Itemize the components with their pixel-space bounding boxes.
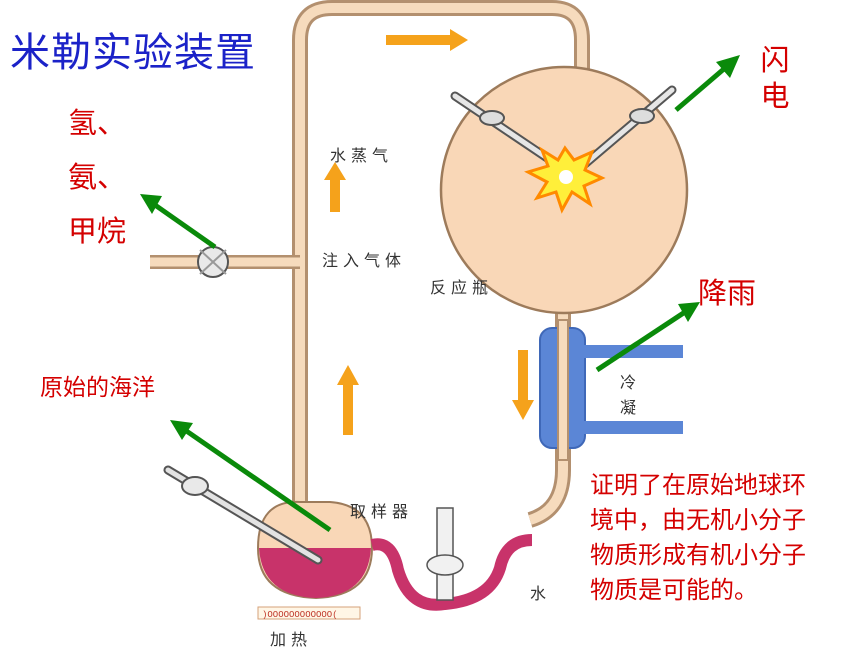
- conclusion-note: 证明了在原始地球环境中，由无机小分子物质形成有机小分子物质是可能的。: [590, 471, 806, 604]
- condense-label: 冷 凝: [620, 373, 642, 417]
- flow-arrows: [324, 29, 534, 435]
- reaction-flask-label: 反应瓶: [430, 278, 494, 297]
- heater: )OOOOOOOOOOOO(: [257, 606, 361, 620]
- gases-label: 氢、 氨、 甲烷: [68, 96, 127, 258]
- u-tube: [370, 507, 533, 611]
- heating-label: 加热: [270, 630, 313, 649]
- water-label: 水: [530, 584, 552, 603]
- sampler-label: 取样器: [350, 502, 414, 521]
- gas-ammonia: 氨、: [68, 160, 127, 194]
- lightning-label: 闪 电: [760, 43, 790, 113]
- gas-inlet-stopcock: [197, 246, 229, 278]
- svg-text:)OOOOOOOOOOOO(: )OOOOOOOOOOOO(: [262, 610, 338, 620]
- page-title: 米勒实验装置: [10, 30, 256, 76]
- rain-label: 降雨: [698, 276, 757, 310]
- ocean-label: 原始的海洋: [40, 375, 155, 401]
- pointer-arrows: [140, 55, 740, 533]
- gas-hydrogen: 氢、: [68, 106, 127, 140]
- gas-methane: 甲烷: [68, 214, 127, 248]
- ocean-flask: [163, 465, 374, 600]
- inject-gas-label: 注入气体: [322, 251, 407, 270]
- condenser: [539, 319, 683, 461]
- water-vapor-label: 水蒸气: [330, 146, 394, 165]
